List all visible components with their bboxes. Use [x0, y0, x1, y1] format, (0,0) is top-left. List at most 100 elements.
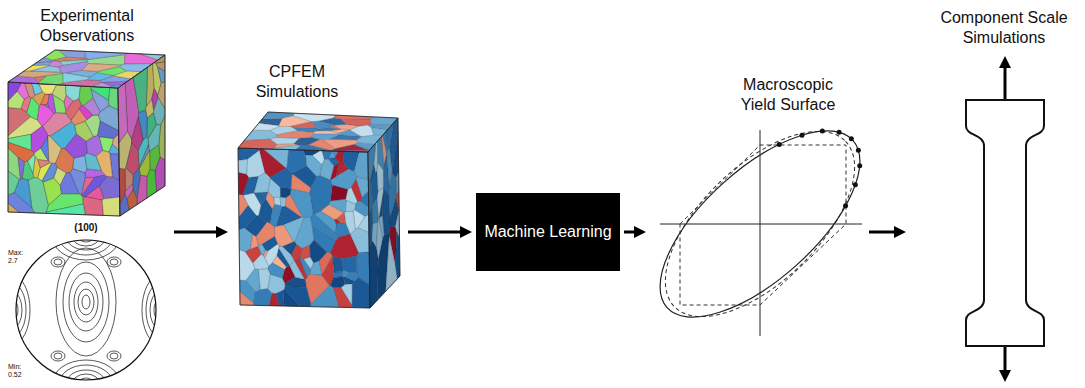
grain: [270, 168, 292, 189]
flow-arrow: [174, 231, 222, 234]
grain: [102, 197, 120, 216]
grain: [42, 163, 57, 182]
contour-line: [142, 276, 176, 344]
grain: [287, 150, 307, 174]
data-point: [856, 148, 861, 153]
contour-line: [74, 282, 98, 322]
grain: [60, 173, 79, 194]
grain: [48, 136, 62, 164]
grain: [254, 289, 272, 306]
grain: [98, 121, 119, 138]
stage-panel: Experimental Observations: [4, 4, 170, 384]
grain: [335, 151, 344, 163]
grain: [8, 82, 21, 101]
contour-line: [150, 292, 168, 328]
stage-heading: CPFEM Simulations: [232, 62, 362, 102]
contour-line: [72, 374, 100, 388]
dogbone-outline: [966, 100, 1044, 346]
plane-label: (100): [66, 222, 106, 234]
stage-panel: Macroscopic Yield Surface: [650, 72, 865, 340]
grain: [48, 94, 56, 114]
grain: [79, 86, 93, 106]
yield-points: [777, 129, 862, 209]
data-point: [777, 142, 782, 147]
grain: [65, 134, 87, 158]
grain: [65, 85, 80, 101]
contour-line: [59, 365, 113, 388]
grain: [259, 269, 271, 290]
contour-line: [154, 300, 164, 320]
grain: [294, 258, 307, 280]
face-shade: [368, 118, 400, 308]
grain-face: [368, 118, 400, 308]
pole-contours: [0, 212, 176, 388]
grain: [334, 219, 340, 224]
contour-line: [107, 351, 121, 361]
pole-circle: [16, 240, 156, 380]
grain: [354, 152, 368, 180]
flow-arrow: [624, 231, 640, 234]
contour-line: [78, 289, 94, 315]
grain: [238, 173, 249, 195]
grain: [265, 244, 279, 266]
data-point: [849, 136, 854, 141]
grain: [27, 98, 39, 120]
grain: [285, 287, 311, 307]
contour-line: [107, 257, 121, 267]
flow-arrow: [408, 231, 466, 234]
grain: [239, 195, 248, 217]
grain: [329, 151, 335, 158]
data-point: [843, 203, 848, 208]
grain: [83, 197, 103, 216]
grain: [254, 192, 268, 205]
stage-heading: Experimental Observations: [4, 6, 170, 46]
grain: [344, 211, 355, 234]
grain-cube: [8, 50, 165, 216]
grain: [240, 292, 254, 306]
grain: [352, 278, 370, 308]
load-arrow: [1004, 62, 1007, 99]
process-box: Machine Learning: [476, 193, 620, 271]
cpfem-cube: [238, 112, 400, 308]
grain: [256, 222, 275, 245]
grain: [109, 144, 119, 153]
contour-line: [82, 295, 90, 309]
grain-face: [8, 82, 120, 216]
stage-panel: CPFEM Simulations: [232, 58, 404, 314]
grain: [280, 187, 291, 198]
grain: [341, 284, 352, 305]
data-point: [857, 163, 862, 168]
contour-line: [52, 212, 120, 260]
data-point: [799, 133, 804, 138]
grain: [18, 158, 24, 179]
flow-arrow: [869, 231, 900, 234]
grain: [38, 160, 50, 168]
stage-heading: Component Scale Simulations: [930, 8, 1078, 48]
grain: [280, 197, 286, 207]
contour-line: [63, 262, 109, 342]
contour-line: [146, 284, 172, 336]
grain-face: [238, 148, 370, 308]
contour-line: [0, 276, 30, 344]
contour-line: [66, 222, 106, 250]
contour-line: [51, 351, 65, 361]
load-arrow: [1004, 347, 1007, 376]
grain: [85, 153, 102, 171]
grain: [81, 177, 94, 195]
grain: [39, 84, 57, 94]
grain: [345, 200, 355, 211]
contour-line: [0, 284, 26, 336]
contour-line: [4, 292, 22, 328]
data-point: [837, 130, 842, 135]
contour-line: [110, 259, 118, 265]
face-shade: [118, 55, 165, 216]
contour-line: [8, 300, 18, 320]
contour-line: [59, 217, 113, 255]
stage-panel: Component Scale Simulations: [910, 4, 1080, 384]
contour-line: [54, 353, 62, 359]
data-point: [853, 182, 858, 187]
data-point: [820, 129, 825, 134]
box-label: Machine Learning: [484, 222, 611, 242]
grain: [65, 99, 81, 120]
